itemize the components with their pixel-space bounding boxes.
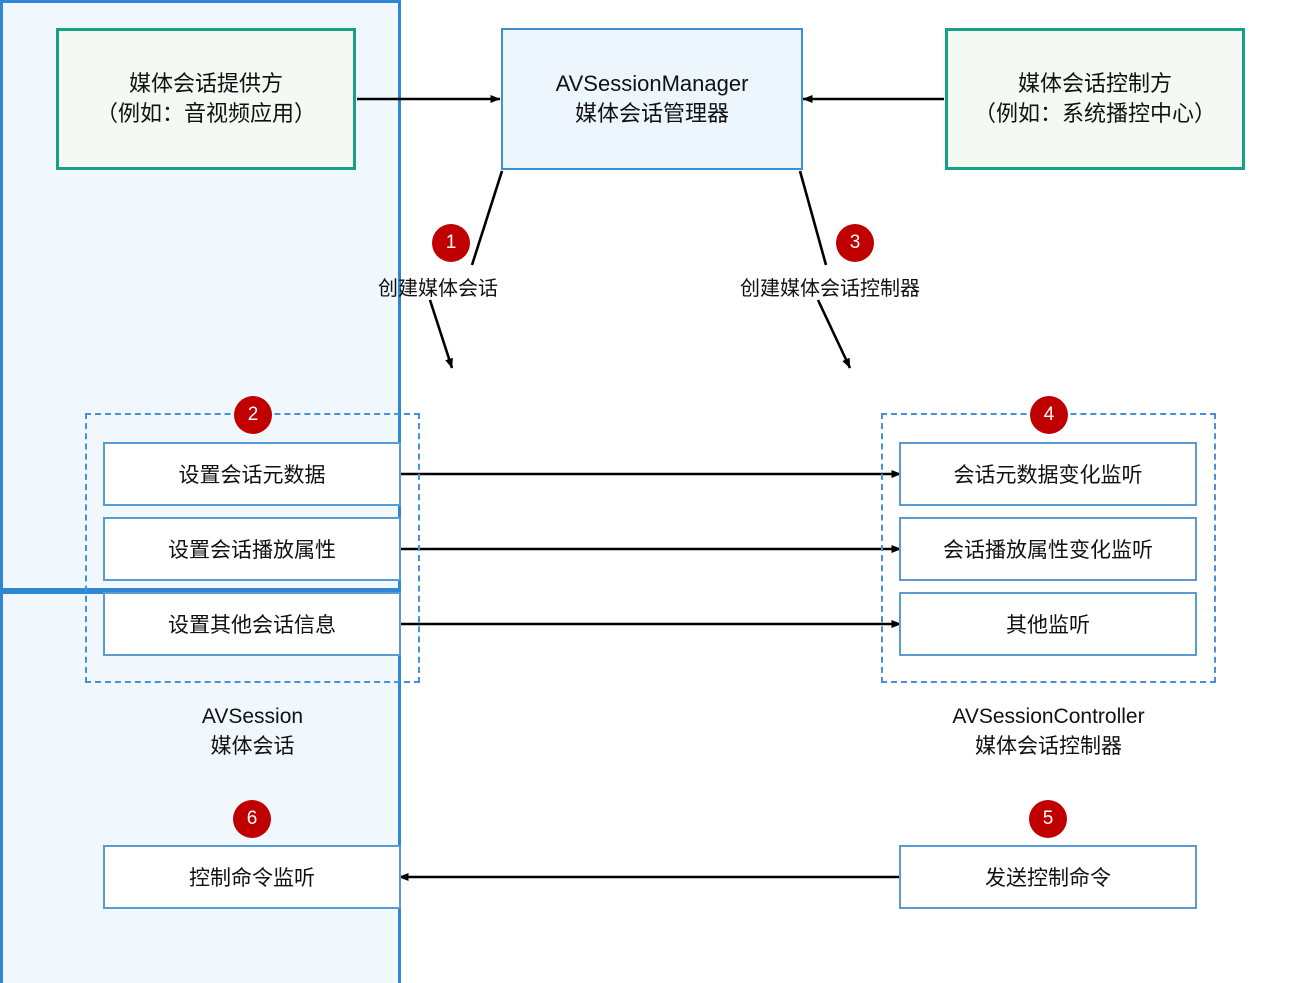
set-playback-attributes-box[interactable]: 设置会话播放属性 xyxy=(103,517,401,581)
badge-1-number: 1 xyxy=(445,232,457,253)
provider-title: 媒体会话提供方 xyxy=(128,70,283,96)
provider-box[interactable]: 媒体会话提供方 （例如：音视频应用） xyxy=(56,28,356,170)
provider-subtitle: （例如：音视频应用） xyxy=(95,101,316,126)
avsessionmanager-box[interactable]: AVSessionManager 媒体会话管理器 xyxy=(501,28,803,170)
metadata-change-listener-box[interactable]: 会话元数据变化监听 xyxy=(899,442,1197,506)
badge-4-number: 4 xyxy=(1043,404,1055,425)
other-listener-box[interactable]: 其他监听 xyxy=(899,592,1197,656)
avsession-title-line2: 媒体会话 xyxy=(210,734,295,758)
avsessioncontroller-title: AVSessionController 媒体会话控制器 xyxy=(851,702,1246,762)
arrow-create-controller-upper xyxy=(798,170,828,266)
avsessioncontroller-title-line1: AVSessionController xyxy=(952,705,1145,728)
control-party-title: 媒体会话控制方 xyxy=(1017,70,1172,96)
badge-3: 3 xyxy=(836,224,874,262)
badge-6: 6 xyxy=(233,800,271,838)
control-party-subtitle: （例如：系统播控中心） xyxy=(973,101,1216,126)
avsessioncontroller-title-line2: 媒体会话控制器 xyxy=(975,734,1122,758)
badge-5: 5 xyxy=(1029,800,1067,838)
badge-4: 4 xyxy=(1030,396,1068,434)
edge-label-create-session: 创建媒体会话 xyxy=(378,278,498,300)
send-control-command-box[interactable]: 发送控制命令 xyxy=(899,845,1197,909)
manager-title: AVSessionManager xyxy=(555,70,749,96)
arrow-create-session-upper xyxy=(470,170,504,266)
badge-2: 2 xyxy=(234,396,272,434)
set-session-metadata-box[interactable]: 设置会话元数据 xyxy=(103,442,401,506)
avsessioncontroller-panel[interactable] xyxy=(0,591,401,983)
playback-attr-change-listener-box[interactable]: 会话播放属性变化监听 xyxy=(899,517,1197,581)
avsession-title-line1: AVSession xyxy=(201,705,304,728)
badge-6-number: 6 xyxy=(246,808,258,829)
set-other-session-info-box[interactable]: 设置其他会话信息 xyxy=(103,592,401,656)
badge-5-number: 5 xyxy=(1042,808,1054,829)
control-command-listener-box[interactable]: 控制命令监听 xyxy=(103,845,401,909)
badge-1: 1 xyxy=(432,224,470,262)
arrow-create-session-lower xyxy=(428,299,454,369)
arrow-create-controller-lower xyxy=(816,299,852,369)
control-party-box[interactable]: 媒体会话控制方 （例如：系统播控中心） xyxy=(945,28,1245,170)
manager-subtitle: 媒体会话管理器 xyxy=(574,101,729,126)
edge-label-create-controller: 创建媒体会话控制器 xyxy=(740,278,920,300)
badge-3-number: 3 xyxy=(849,232,861,253)
badge-2-number: 2 xyxy=(247,404,259,425)
avsession-title: AVSession 媒体会话 xyxy=(55,702,450,762)
